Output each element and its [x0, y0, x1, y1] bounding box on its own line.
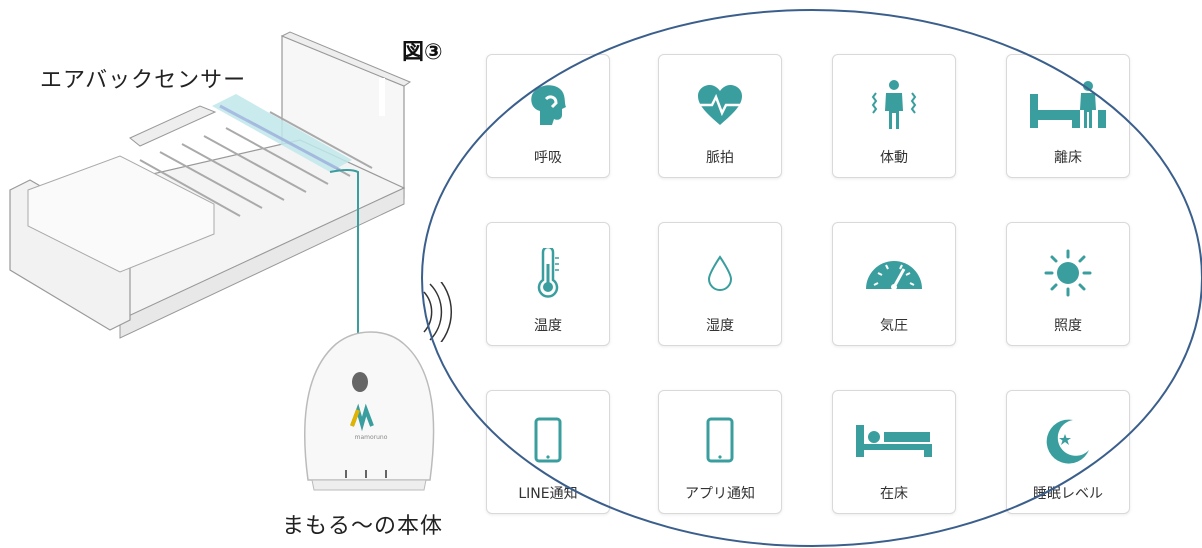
sensor-label: エアバックセンサー [40, 68, 247, 93]
tile-label: アプリ通知 [685, 486, 755, 502]
tile-app-notify: アプリ通知 [658, 390, 782, 514]
tile-label: 在床 [880, 486, 908, 502]
tile-pressure: 気圧 [832, 222, 956, 346]
tile-label: 呼吸 [534, 150, 562, 166]
heart-pulse-icon [698, 85, 742, 125]
tile-label: 湿度 [706, 318, 734, 334]
moon-stars-icon [1046, 419, 1089, 464]
tile-breath: 呼吸 [486, 54, 610, 178]
phone-icon [706, 417, 734, 463]
tile-illuminance: 照度 [1006, 222, 1130, 346]
tile-label: 睡眠レベル [1033, 486, 1103, 502]
tile-pulse: 脈拍 [658, 54, 782, 178]
sun-icon [1044, 249, 1092, 297]
breath-icon [531, 85, 566, 125]
tile-label: 離床 [1054, 150, 1082, 166]
tile-label: 体動 [880, 150, 908, 166]
device-body [304, 331, 435, 491]
tile-line-notify: LINE通知 [486, 390, 610, 514]
tile-sleep-level: 睡眠レベル [1006, 390, 1130, 514]
gauge-icon [866, 261, 922, 290]
tile-in-bed: 在床 [832, 390, 956, 514]
tile-label: 温度 [534, 318, 562, 334]
device-logo-text: mamoruno [354, 434, 388, 441]
tile-humidity: 湿度 [658, 222, 782, 346]
tile-label: 気圧 [880, 318, 908, 334]
tile-leave-bed: 離床 [1006, 54, 1130, 178]
thermometer-icon [537, 248, 559, 298]
body-motion-icon [871, 80, 917, 129]
tile-label: 照度 [1054, 318, 1082, 334]
tile-label: 脈拍 [706, 150, 734, 166]
tile-temperature: 温度 [486, 222, 610, 346]
tile-body-motion: 体動 [832, 54, 956, 178]
device-label: まもる～の本体 [282, 514, 444, 539]
bed-illustration [9, 31, 412, 340]
leave-bed-icon [1030, 81, 1106, 128]
droplet-icon [707, 255, 733, 291]
in-bed-icon [856, 425, 932, 457]
phone-icon [534, 417, 562, 463]
tile-label: LINE通知 [518, 486, 578, 502]
